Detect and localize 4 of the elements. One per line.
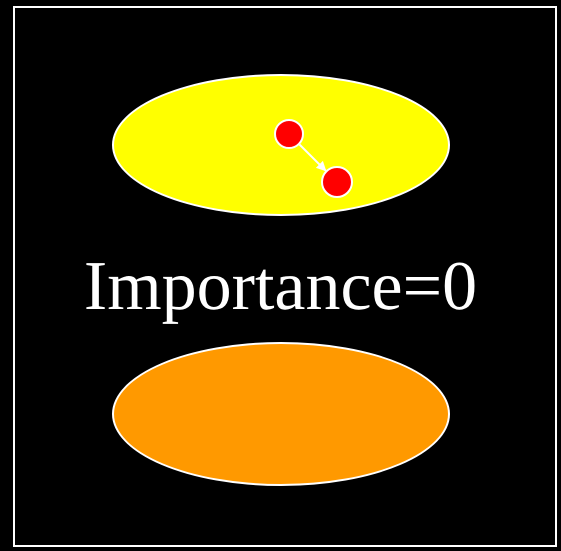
caption-text: Importance=0 [82, 247, 478, 327]
dot-shape [274, 119, 304, 149]
dot-shape [321, 166, 353, 198]
arrow [298, 144, 326, 172]
